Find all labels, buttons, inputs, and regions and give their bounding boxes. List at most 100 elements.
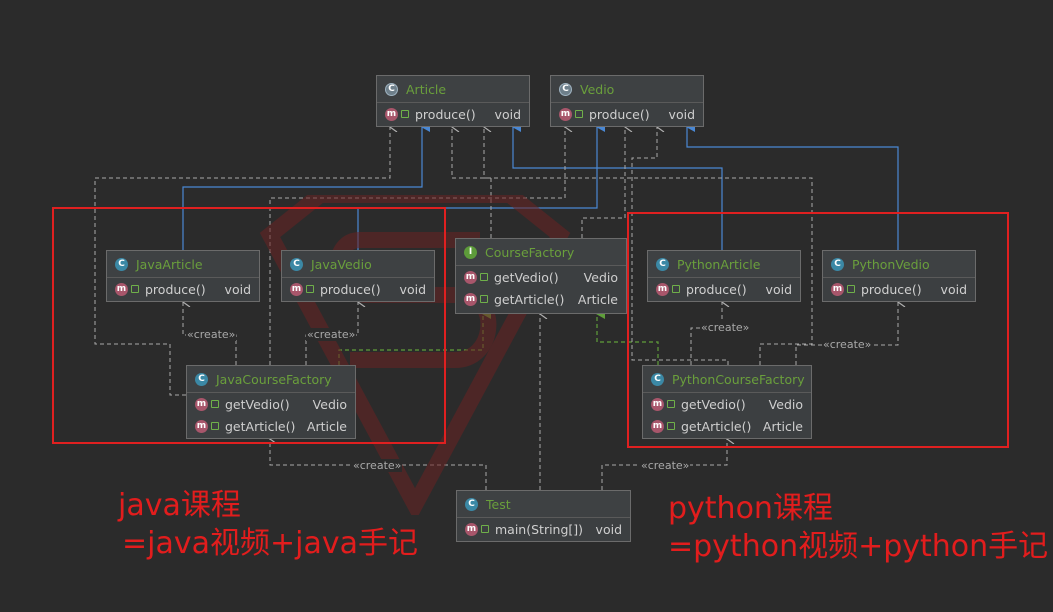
course-factory-uses-article bbox=[484, 127, 492, 238]
class-python-course-factory[interactable]: C PythonCourseFactory m getVedio() Vedio… bbox=[642, 365, 812, 439]
class-name: JavaArticle bbox=[136, 256, 203, 272]
return-type: void bbox=[399, 281, 426, 297]
class-icon: C bbox=[465, 497, 478, 511]
method-icon: m bbox=[290, 282, 303, 296]
python-course-note: python课程 =python视频+python手记 bbox=[668, 490, 1048, 566]
public-lock-icon bbox=[211, 422, 219, 430]
python-note-line-2: =python视频+python手记 bbox=[668, 529, 1049, 564]
method-name: getArticle() bbox=[681, 418, 752, 434]
method-row[interactable]: m main(String[]) void bbox=[457, 518, 630, 540]
python-course-group-box bbox=[627, 212, 1009, 448]
class-header: C JavaArticle bbox=[107, 251, 259, 278]
class-name: Test bbox=[486, 496, 511, 512]
method-row[interactable]: m produce() void bbox=[377, 103, 529, 125]
class-header: C JavaVedio bbox=[282, 251, 434, 278]
return-type: Article bbox=[577, 291, 618, 307]
method-icon: m bbox=[831, 282, 844, 296]
inherit-java-article bbox=[182, 122, 430, 250]
return-type: Vedio bbox=[583, 269, 618, 285]
method-icon: m bbox=[195, 397, 208, 411]
class-header: C Vedio bbox=[551, 76, 703, 103]
class-test[interactable]: C Test m main(String[]) void bbox=[456, 490, 631, 542]
create-label: «create» bbox=[186, 328, 237, 341]
method-icon: m bbox=[195, 419, 208, 433]
class-name: CourseFactory bbox=[485, 244, 575, 260]
method-row[interactable]: m produce() void bbox=[551, 103, 703, 125]
method-name: produce() bbox=[415, 106, 476, 122]
return-type: Article bbox=[306, 418, 347, 434]
public-lock-icon bbox=[306, 285, 314, 293]
class-icon: C bbox=[115, 257, 128, 271]
method-name: produce() bbox=[320, 281, 381, 297]
return-type: void bbox=[668, 106, 695, 122]
method-row[interactable]: m produce() void bbox=[282, 278, 434, 300]
public-lock-icon bbox=[667, 400, 675, 408]
method-row[interactable]: m produce() void bbox=[107, 278, 259, 300]
method-row[interactable]: m getVedio() Vedio bbox=[643, 393, 811, 415]
method-name: produce() bbox=[589, 106, 650, 122]
class-header: I CourseFactory bbox=[456, 239, 626, 266]
class-header: C Article bbox=[377, 76, 529, 103]
public-lock-icon bbox=[575, 110, 583, 118]
method-icon: m bbox=[651, 419, 664, 433]
public-lock-icon bbox=[480, 295, 488, 303]
method-row[interactable]: m produce() void bbox=[648, 278, 800, 300]
class-java-vedio[interactable]: C JavaVedio m produce() void bbox=[281, 250, 435, 302]
implement-python-factory bbox=[596, 309, 659, 365]
method-row[interactable]: m getArticle() Article bbox=[643, 415, 811, 437]
method-row[interactable]: m getVedio() Vedio bbox=[187, 393, 355, 415]
method-name: getArticle() bbox=[225, 418, 296, 434]
return-type: Article bbox=[762, 418, 803, 434]
class-name: PythonCourseFactory bbox=[672, 371, 805, 387]
class-header: C Test bbox=[457, 491, 630, 518]
interface-course-factory[interactable]: I CourseFactory m getVedio() Vedio m get… bbox=[455, 238, 627, 314]
method-icon: m bbox=[656, 282, 669, 296]
class-name: Vedio bbox=[580, 81, 615, 97]
return-type: Vedio bbox=[312, 396, 347, 412]
class-article[interactable]: C Article m produce() void bbox=[376, 75, 530, 127]
python-note-line-1: python课程 bbox=[668, 491, 833, 526]
inherit-python-vedio bbox=[686, 122, 899, 250]
class-header: C PythonCourseFactory bbox=[643, 366, 811, 393]
return-type: void bbox=[765, 281, 792, 297]
method-name: produce() bbox=[861, 281, 922, 297]
class-vedio[interactable]: C Vedio m produce() void bbox=[550, 75, 704, 127]
class-java-course-factory[interactable]: C JavaCourseFactory m getVedio() Vedio m… bbox=[186, 365, 356, 439]
java-factory-uses-vedio bbox=[269, 127, 565, 365]
interface-icon: I bbox=[464, 245, 477, 259]
method-icon: m bbox=[559, 107, 572, 121]
return-type: void bbox=[595, 521, 622, 537]
class-header: C PythonVedio bbox=[823, 251, 975, 278]
class-name: PythonArticle bbox=[677, 256, 761, 272]
class-header: C PythonArticle bbox=[648, 251, 800, 278]
create-label: «create» bbox=[700, 321, 751, 334]
class-icon: C bbox=[656, 257, 669, 271]
method-name: getArticle() bbox=[494, 291, 565, 307]
java-factory-uses-article bbox=[94, 127, 390, 396]
create-label: «create» bbox=[640, 459, 691, 472]
class-python-article[interactable]: C PythonArticle m produce() void bbox=[647, 250, 801, 302]
public-lock-icon bbox=[401, 110, 409, 118]
method-name: produce() bbox=[686, 281, 747, 297]
method-row[interactable]: m getVedio() Vedio bbox=[456, 266, 626, 288]
class-name: JavaVedio bbox=[311, 256, 372, 272]
method-row[interactable]: m produce() void bbox=[823, 278, 975, 300]
class-python-vedio[interactable]: C PythonVedio m produce() void bbox=[822, 250, 976, 302]
method-row[interactable]: m getArticle() Article bbox=[187, 415, 355, 437]
method-row[interactable]: m getArticle() Article bbox=[456, 288, 626, 310]
java-course-note: java课程 =java视频+java手记 bbox=[118, 487, 418, 563]
return-type: void bbox=[494, 106, 521, 122]
return-type: Vedio bbox=[768, 396, 803, 412]
java-course-group-box bbox=[52, 207, 446, 444]
class-java-article[interactable]: C JavaArticle m produce() void bbox=[106, 250, 260, 302]
inheritance-lines bbox=[182, 122, 899, 250]
return-type: void bbox=[940, 281, 967, 297]
create-label: «create» bbox=[306, 328, 357, 341]
public-lock-icon bbox=[211, 400, 219, 408]
public-lock-icon bbox=[480, 273, 488, 281]
method-icon: m bbox=[651, 397, 664, 411]
abstract-class-icon: C bbox=[385, 82, 398, 96]
method-name: getVedio() bbox=[681, 396, 746, 412]
